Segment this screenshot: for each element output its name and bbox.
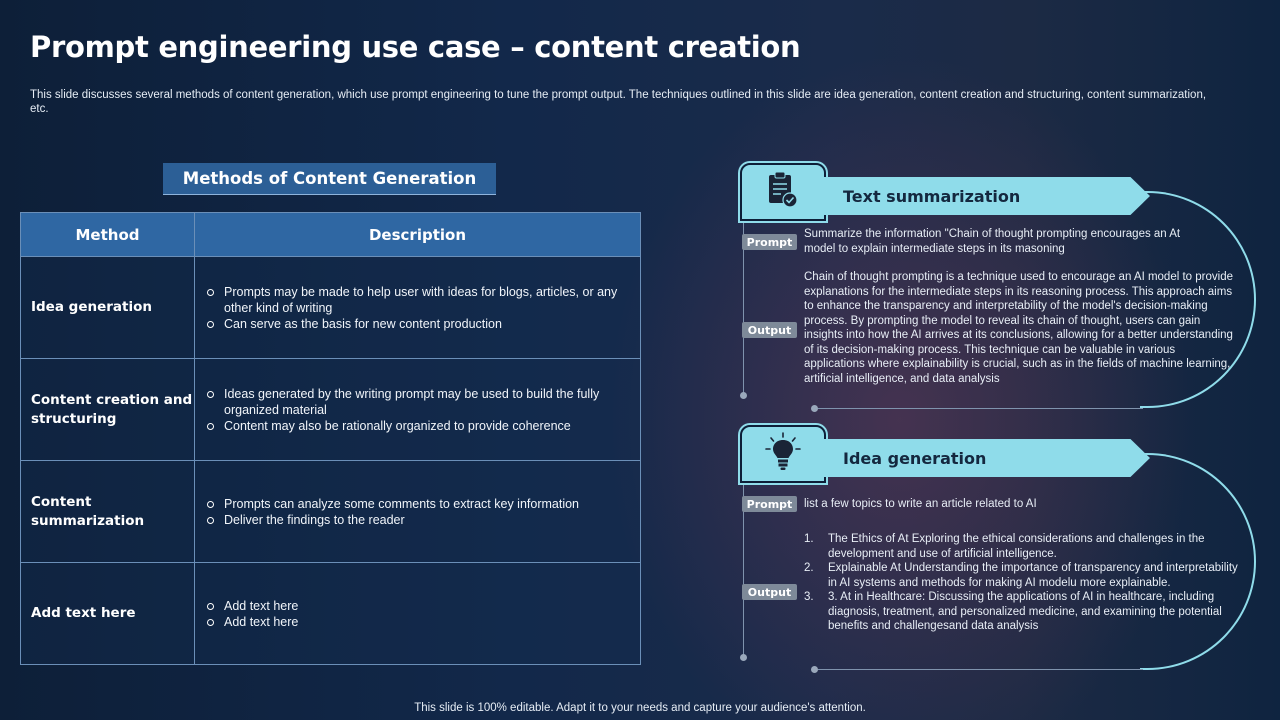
methods-table: Method Description Idea generation Promp… [20,212,641,665]
column-header-method: Method [20,212,195,257]
description-bullet: Content may also be rationally organized… [205,418,620,434]
idea-generation-panel: Idea generation Prompt list a few topics… [740,425,1260,675]
prompt-text: Summarize the information "Chain of thou… [804,228,1181,255]
table-header-row: Method Description [20,212,641,257]
methods-heading: Methods of Content Generation [163,163,496,195]
prompt-tag: Prompt [742,234,797,250]
timeline-line [743,223,744,395]
description-bullet: Add text here [205,598,620,614]
timeline-dot [811,405,818,412]
page-subtitle: This slide discusses several methods of … [30,89,1207,115]
description-bullet: Deliver the findings to the reader [205,512,620,528]
method-cell: Idea generation [20,256,195,359]
output-item: 1. The Ethics of At Exploring the ethical… [804,532,1238,561]
column-header-description: Description [194,212,641,257]
table-row: Content summarization Prompts can analyz… [20,460,641,563]
description-bullet: Prompts may be made to help user with id… [205,284,620,316]
description-bullet: Prompts can analyze some comments to ext… [205,496,620,512]
table-row: Add text here Add text here Add text her… [20,562,641,665]
timeline-dot [740,392,747,399]
output-item: 2. Explainable At Understanding the impor… [804,561,1238,590]
method-cell: Add text here [20,562,195,665]
prompt-text: list a few topics to write an article re… [804,498,1037,510]
timeline-dot [811,666,818,673]
item-number: 3. [804,591,814,603]
panel-title: Text summarization [824,177,1150,215]
method-cell: Content summarization [20,460,195,563]
icon-box [740,163,826,221]
output-list: 1. The Ethics of At Exploring the ethical… [804,532,1238,634]
description-cell: Prompts can analyze some comments to ext… [194,460,641,563]
text-summarization-panel: Text summarization Prompt Summarize the … [740,163,1260,413]
panel-title-label: Text summarization [843,186,1021,206]
output-text: Chain of thought prompting is a techniqu… [804,271,1233,385]
panel-title: Idea generation [824,439,1150,477]
item-number: 2. [804,562,814,574]
method-cell: Content creation and structuring [20,358,195,461]
item-text: The Ethics of At Exploring the ethical c… [828,533,1205,560]
description-cell: Prompts may be made to help user with id… [194,256,641,359]
timeline-dot [740,654,747,661]
timeline-line [743,485,744,657]
item-number: 1. [804,533,814,545]
prompt-tag: Prompt [742,496,797,512]
table-row: Content creation and structuring Ideas g… [20,358,641,461]
output-item: 3. 3. At in Healthcare: Discussing the ap… [804,590,1238,634]
description-cell: Ideas generated by the writing prompt ma… [194,358,641,461]
output-tag: Output [742,322,797,338]
description-bullet: Ideas generated by the writing prompt ma… [205,386,620,418]
clipboard-check-icon [766,171,800,214]
bottom-line [818,669,1143,670]
bottom-line [818,408,1143,409]
output-tag: Output [742,584,797,600]
item-text: 3. At in Healthcare: Discussing the appl… [828,591,1222,632]
lightbulb-icon [763,431,803,477]
panel-title-label: Idea generation [843,448,987,468]
description-bullet: Can serve as the basis for new content p… [205,316,620,332]
icon-box [740,425,826,483]
page-title: Prompt engineering use case – content cr… [30,30,801,64]
footer-note: This slide is 100% editable. Adapt it to… [414,702,866,714]
methods-heading-label: Methods of Content Generation [182,169,477,188]
description-bullet: Add text here [205,614,620,630]
table-row: Idea generation Prompts may be made to h… [20,256,641,359]
description-cell: Add text here Add text here [194,562,641,665]
item-text: Explainable At Understanding the importa… [828,562,1238,589]
